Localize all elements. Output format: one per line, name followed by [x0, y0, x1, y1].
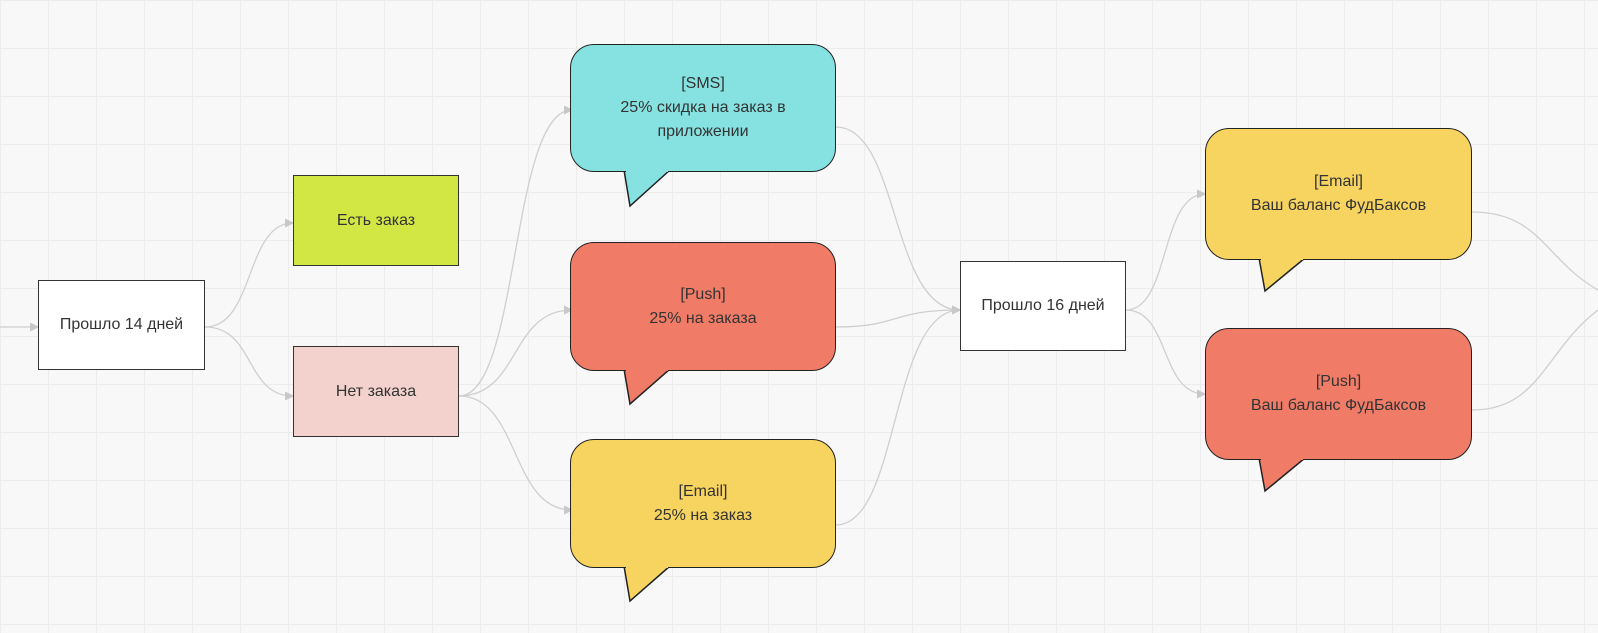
email-balance-text: Ваш баланс ФудБаксов: [1250, 197, 1427, 214]
speech-tail-icon: [623, 368, 671, 406]
speech-tail-icon: [1258, 457, 1306, 493]
email-balance-bubble[interactable]: [Email] Ваш баланс ФудБаксов: [1205, 128, 1472, 293]
no-order-node[interactable]: Нет заказа: [293, 346, 459, 437]
connector-no-order-to-push: [458, 305, 574, 397]
start-node-label: Прошло 14 дней: [59, 316, 184, 333]
email-balance-channel: [Email]: [1314, 173, 1363, 190]
day16-node-label: Прошло 16 дней: [981, 297, 1105, 314]
connector-day16-to-email-balance: [1125, 189, 1207, 311]
start-node[interactable]: Прошло 14 дней: [38, 280, 205, 370]
sms-message-bubble[interactable]: [SMS] 25% скидка на заказ в приложении: [570, 44, 836, 209]
connector-no-order-to-sms: [458, 105, 574, 397]
has-order-node[interactable]: Есть заказ: [293, 175, 459, 266]
connector-no-order-to-email: [458, 395, 574, 515]
connector-sms-to-day16: [835, 126, 962, 315]
sms-channel: [SMS]: [681, 75, 725, 92]
connector-push-to-day16: [835, 305, 962, 328]
email-message-bubble[interactable]: [Email] 25% на заказ: [570, 439, 836, 604]
connector-start-to-has-order: [204, 218, 295, 328]
speech-tail-icon: [1258, 257, 1306, 293]
speech-tail-icon: [623, 565, 671, 603]
connector-day16-to-push-balance: [1125, 309, 1207, 399]
speech-tail-cover: [1261, 456, 1303, 460]
push-balance-bubble[interactable]: [Push] Ваш баланс ФудБаксов: [1205, 328, 1472, 493]
connector-push-balance-out: [1471, 309, 1598, 411]
connector-email-to-day16: [835, 305, 962, 526]
email-channel: [Email]: [678, 482, 728, 500]
speech-tail-cover: [1261, 256, 1303, 260]
speech-tail-cover: [626, 168, 668, 172]
push-message-bubble[interactable]: [Push] 25% на заказа: [570, 242, 836, 407]
no-order-node-label: Нет заказа: [335, 382, 417, 400]
speech-tail-cover: [626, 564, 668, 568]
push-channel: [Push]: [680, 285, 726, 303]
connector-start-to-no-order: [204, 326, 295, 401]
has-order-node-label: Есть заказ: [336, 211, 416, 229]
speech-tail-cover: [626, 367, 668, 371]
email-text: 25% на заказ: [653, 506, 753, 524]
speech-tail-icon: [623, 169, 671, 208]
connector-email-balance-out: [1471, 211, 1598, 291]
push-text: 25% на заказа: [649, 309, 757, 327]
day16-node[interactable]: Прошло 16 дней: [960, 261, 1126, 351]
push-balance-channel: [Push]: [1315, 373, 1362, 390]
push-balance-text: Ваш баланс ФудБаксов: [1250, 397, 1427, 414]
sms-text: 25% скидка на заказ в приложении: [620, 99, 786, 140]
